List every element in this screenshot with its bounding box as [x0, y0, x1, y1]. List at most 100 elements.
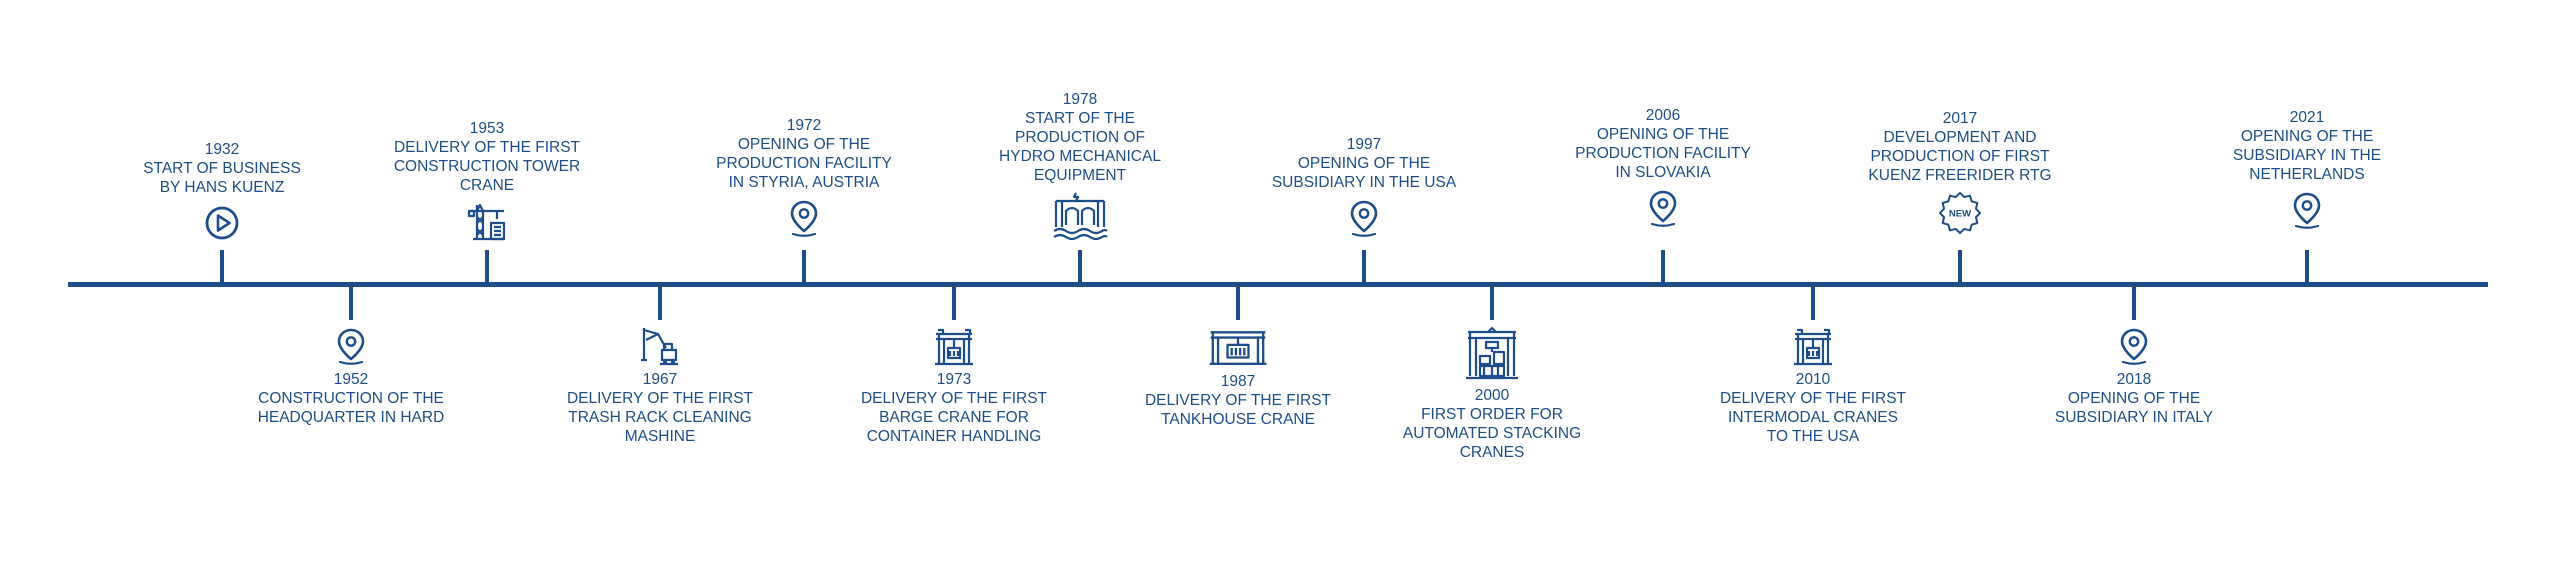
- event-description-line: OPENING OF THE: [1596, 126, 1730, 143]
- event-description-line: START OF THE: [1025, 110, 1135, 127]
- timeline-axis: [68, 282, 2488, 287]
- event-year: 1932: [204, 141, 240, 158]
- event-description-line: FIRST ORDER FOR: [1421, 406, 1563, 423]
- event-description-line: BY HANS KUENZ: [159, 179, 285, 196]
- location-pin-icon: [1344, 198, 1384, 238]
- timeline-tick: [1236, 287, 1240, 320]
- event-description-line: HYDRO MECHANICAL: [999, 148, 1161, 165]
- event-description-line: PRODUCTION OF FIRST: [1870, 148, 2050, 165]
- event-description-line: BARGE CRANE FOR: [879, 409, 1029, 426]
- event-description-line: CONSTRUCTION TOWER: [393, 158, 581, 175]
- event-description-line: CRANE: [459, 177, 515, 194]
- event-description-line: NETHERLANDS: [2249, 166, 2365, 183]
- hydro-equipment-icon: [1052, 191, 1108, 241]
- event-year: 1987: [1220, 373, 1256, 390]
- location-pin-icon: [2287, 190, 2327, 230]
- event-year: 2000: [1474, 387, 1510, 404]
- event-year: 1952: [333, 371, 369, 388]
- timeline-tick: [2132, 287, 2136, 320]
- event-description-line: OPENING OF THE: [737, 136, 871, 153]
- new-badge-icon: NEW: [1938, 191, 1982, 235]
- event-description-line: TRASH RACK CLEANING: [568, 409, 752, 426]
- gantry-crane-icon: [1793, 326, 1833, 366]
- location-pin-icon: [1643, 188, 1683, 228]
- event-year: 1997: [1346, 136, 1382, 153]
- event-description-line: DEVELOPMENT AND: [1883, 129, 2037, 146]
- gantry-crane-icon: [934, 326, 974, 366]
- event-description-line: TANKHOUSE CRANE: [1161, 411, 1315, 428]
- event-description-line: DELIVERY OF THE FIRST: [566, 390, 754, 407]
- location-pin-icon: [331, 326, 371, 366]
- timeline-tick: [2305, 250, 2309, 282]
- event-description-line: TO THE USA: [1766, 428, 1860, 445]
- stacking-crane-icon: [1464, 326, 1520, 382]
- event-year: 1973: [936, 371, 972, 388]
- event-description-line: PRODUCTION FACILITY: [716, 155, 892, 172]
- event-year: 2006: [1645, 107, 1681, 124]
- event-description-line: DELIVERY OF THE FIRST: [860, 390, 1048, 407]
- timeline-tick: [1362, 250, 1366, 282]
- timeline-tick: [220, 250, 224, 282]
- event-description-line: SUBSIDIARY IN THE USA: [1271, 174, 1457, 191]
- event-description-line: CONSTRUCTION OF THE: [258, 390, 444, 407]
- event-description-line: MASHINE: [624, 428, 696, 445]
- event-year: 1972: [786, 117, 822, 134]
- event-description-line: DELIVERY OF THE FIRST: [393, 139, 581, 156]
- play-circle-icon: [202, 203, 242, 243]
- event-description-line: SUBSIDIARY IN THE: [2232, 147, 2382, 164]
- event-description-line: START OF BUSINESS: [143, 160, 301, 177]
- event-year: 1978: [1062, 91, 1098, 108]
- event-description-line: HEADQUARTER IN HARD: [257, 409, 445, 426]
- timeline-tick: [485, 250, 489, 282]
- event-description-line: PRODUCTION OF: [1014, 129, 1146, 146]
- tankhouse-crane-icon: [1208, 326, 1268, 368]
- event-description-line: OPENING OF THE: [2067, 390, 2201, 407]
- event-description-line: KUENZ FREERIDER RTG: [1868, 167, 2052, 184]
- event-description-line: AUTOMATED STACKING: [1402, 425, 1582, 442]
- event-description-line: CRANES: [1459, 444, 1525, 461]
- event-description-line: INTERMODAL CRANES: [1728, 409, 1898, 426]
- event-year: 2021: [2289, 109, 2325, 126]
- event-description-line: OPENING OF THE: [1297, 155, 1431, 172]
- event-description-line: CONTAINER HANDLING: [866, 428, 1042, 445]
- event-description-line: PRODUCTION FACILITY: [1575, 145, 1751, 162]
- timeline-tick: [952, 287, 956, 320]
- timeline-tick: [1661, 250, 1665, 282]
- event-description-line: DELIVERY OF THE FIRST: [1144, 392, 1332, 409]
- event-description-line: IN SLOVAKIA: [1615, 164, 1711, 181]
- event-year: 2018: [2116, 371, 2152, 388]
- event-description-line: DELIVERY OF THE FIRST: [1719, 390, 1907, 407]
- event-description-line: EQUIPMENT: [1033, 167, 1127, 184]
- event-description-line: SUBSIDIARY IN ITALY: [2054, 409, 2214, 426]
- timeline-tick: [349, 287, 353, 320]
- location-pin-icon: [784, 198, 824, 238]
- event-year: 2017: [1942, 110, 1978, 127]
- event-year: 1953: [469, 120, 505, 137]
- location-pin-icon: [2114, 326, 2154, 366]
- timeline-tick: [1958, 250, 1962, 282]
- timeline-tick: [1811, 287, 1815, 320]
- new-badge-text: NEW: [1949, 209, 1971, 220]
- timeline-tick: [1078, 250, 1082, 282]
- event-description-line: OPENING OF THE: [2240, 128, 2374, 145]
- event-year: 2010: [1795, 371, 1831, 388]
- event-description-line: IN STYRIA, AUSTRIA: [728, 174, 880, 191]
- tower-crane-icon: [467, 201, 507, 241]
- timeline-tick: [658, 287, 662, 320]
- timeline-tick: [802, 250, 806, 282]
